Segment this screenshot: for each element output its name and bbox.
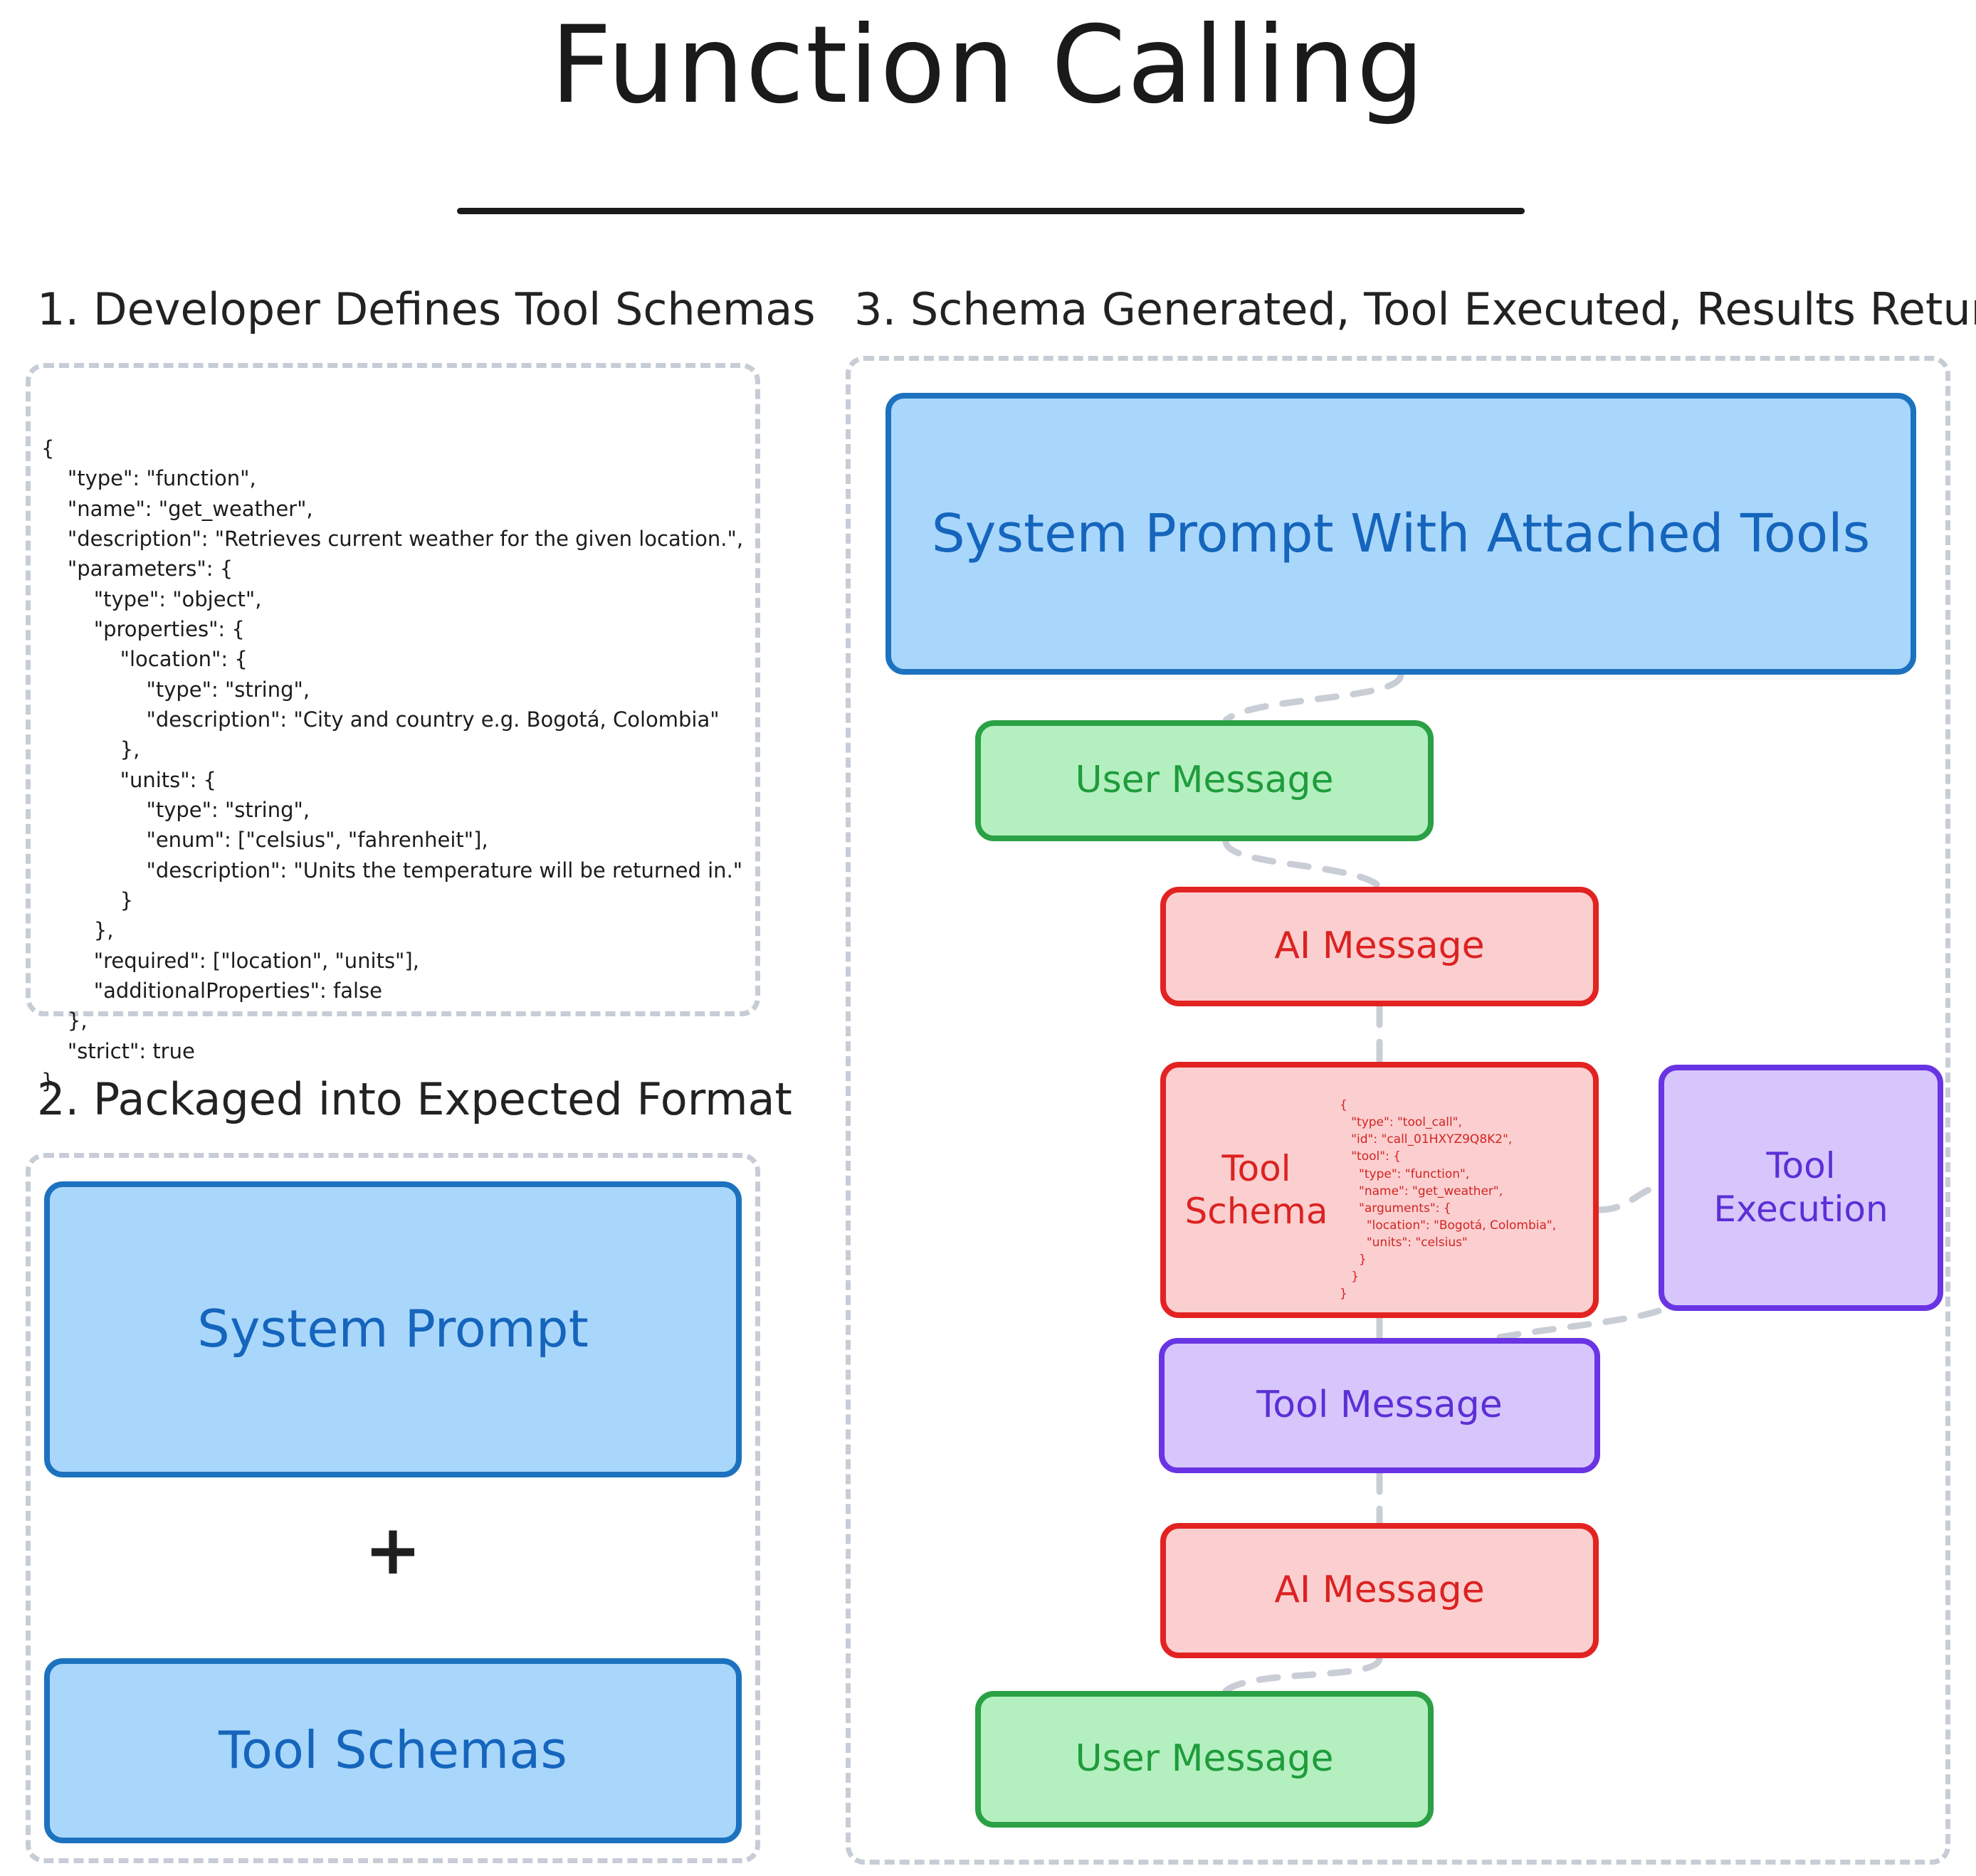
- node-ai-message-1[interactable]: AI Message: [1160, 887, 1599, 1006]
- node-tool-message[interactable]: Tool Message: [1159, 1338, 1600, 1473]
- section-1-panel: [26, 363, 760, 1016]
- node-user-message-2[interactable]: User Message: [975, 1691, 1434, 1828]
- node-system-prompt[interactable]: System Prompt: [44, 1181, 742, 1477]
- page-title: Function Calling: [550, 4, 1426, 127]
- node-tool-schemas[interactable]: Tool Schemas: [44, 1658, 742, 1843]
- plus-icon: +: [364, 1510, 422, 1590]
- tool-schema-code-block: { "type": "function", "name": "get_weath…: [41, 436, 744, 1093]
- node-ai-message-2[interactable]: AI Message: [1160, 1523, 1599, 1658]
- section-2-heading: 2. Packaged into Expected Format: [37, 1073, 792, 1125]
- tool-schema-label: Tool Schema: [1184, 1148, 1328, 1232]
- section-3-heading: 3. Schema Generated, Tool Executed, Resu…: [854, 283, 1976, 335]
- node-user-message-1[interactable]: User Message: [975, 720, 1434, 841]
- section-1-heading: 1. Developer Defines Tool Schemas: [37, 283, 816, 335]
- node-tool-execution[interactable]: Tool Execution: [1659, 1065, 1943, 1311]
- tool-call-code-block: { "type": "tool_call", "id": "call_01HXY…: [1340, 1098, 1557, 1302]
- title-underline-rule: [457, 208, 1525, 214]
- node-system-prompt-with-attached-tools[interactable]: System Prompt With Attached Tools: [885, 393, 1916, 675]
- node-tool-schema-call[interactable]: Tool Schema { "type": "tool_call", "id":…: [1160, 1062, 1599, 1318]
